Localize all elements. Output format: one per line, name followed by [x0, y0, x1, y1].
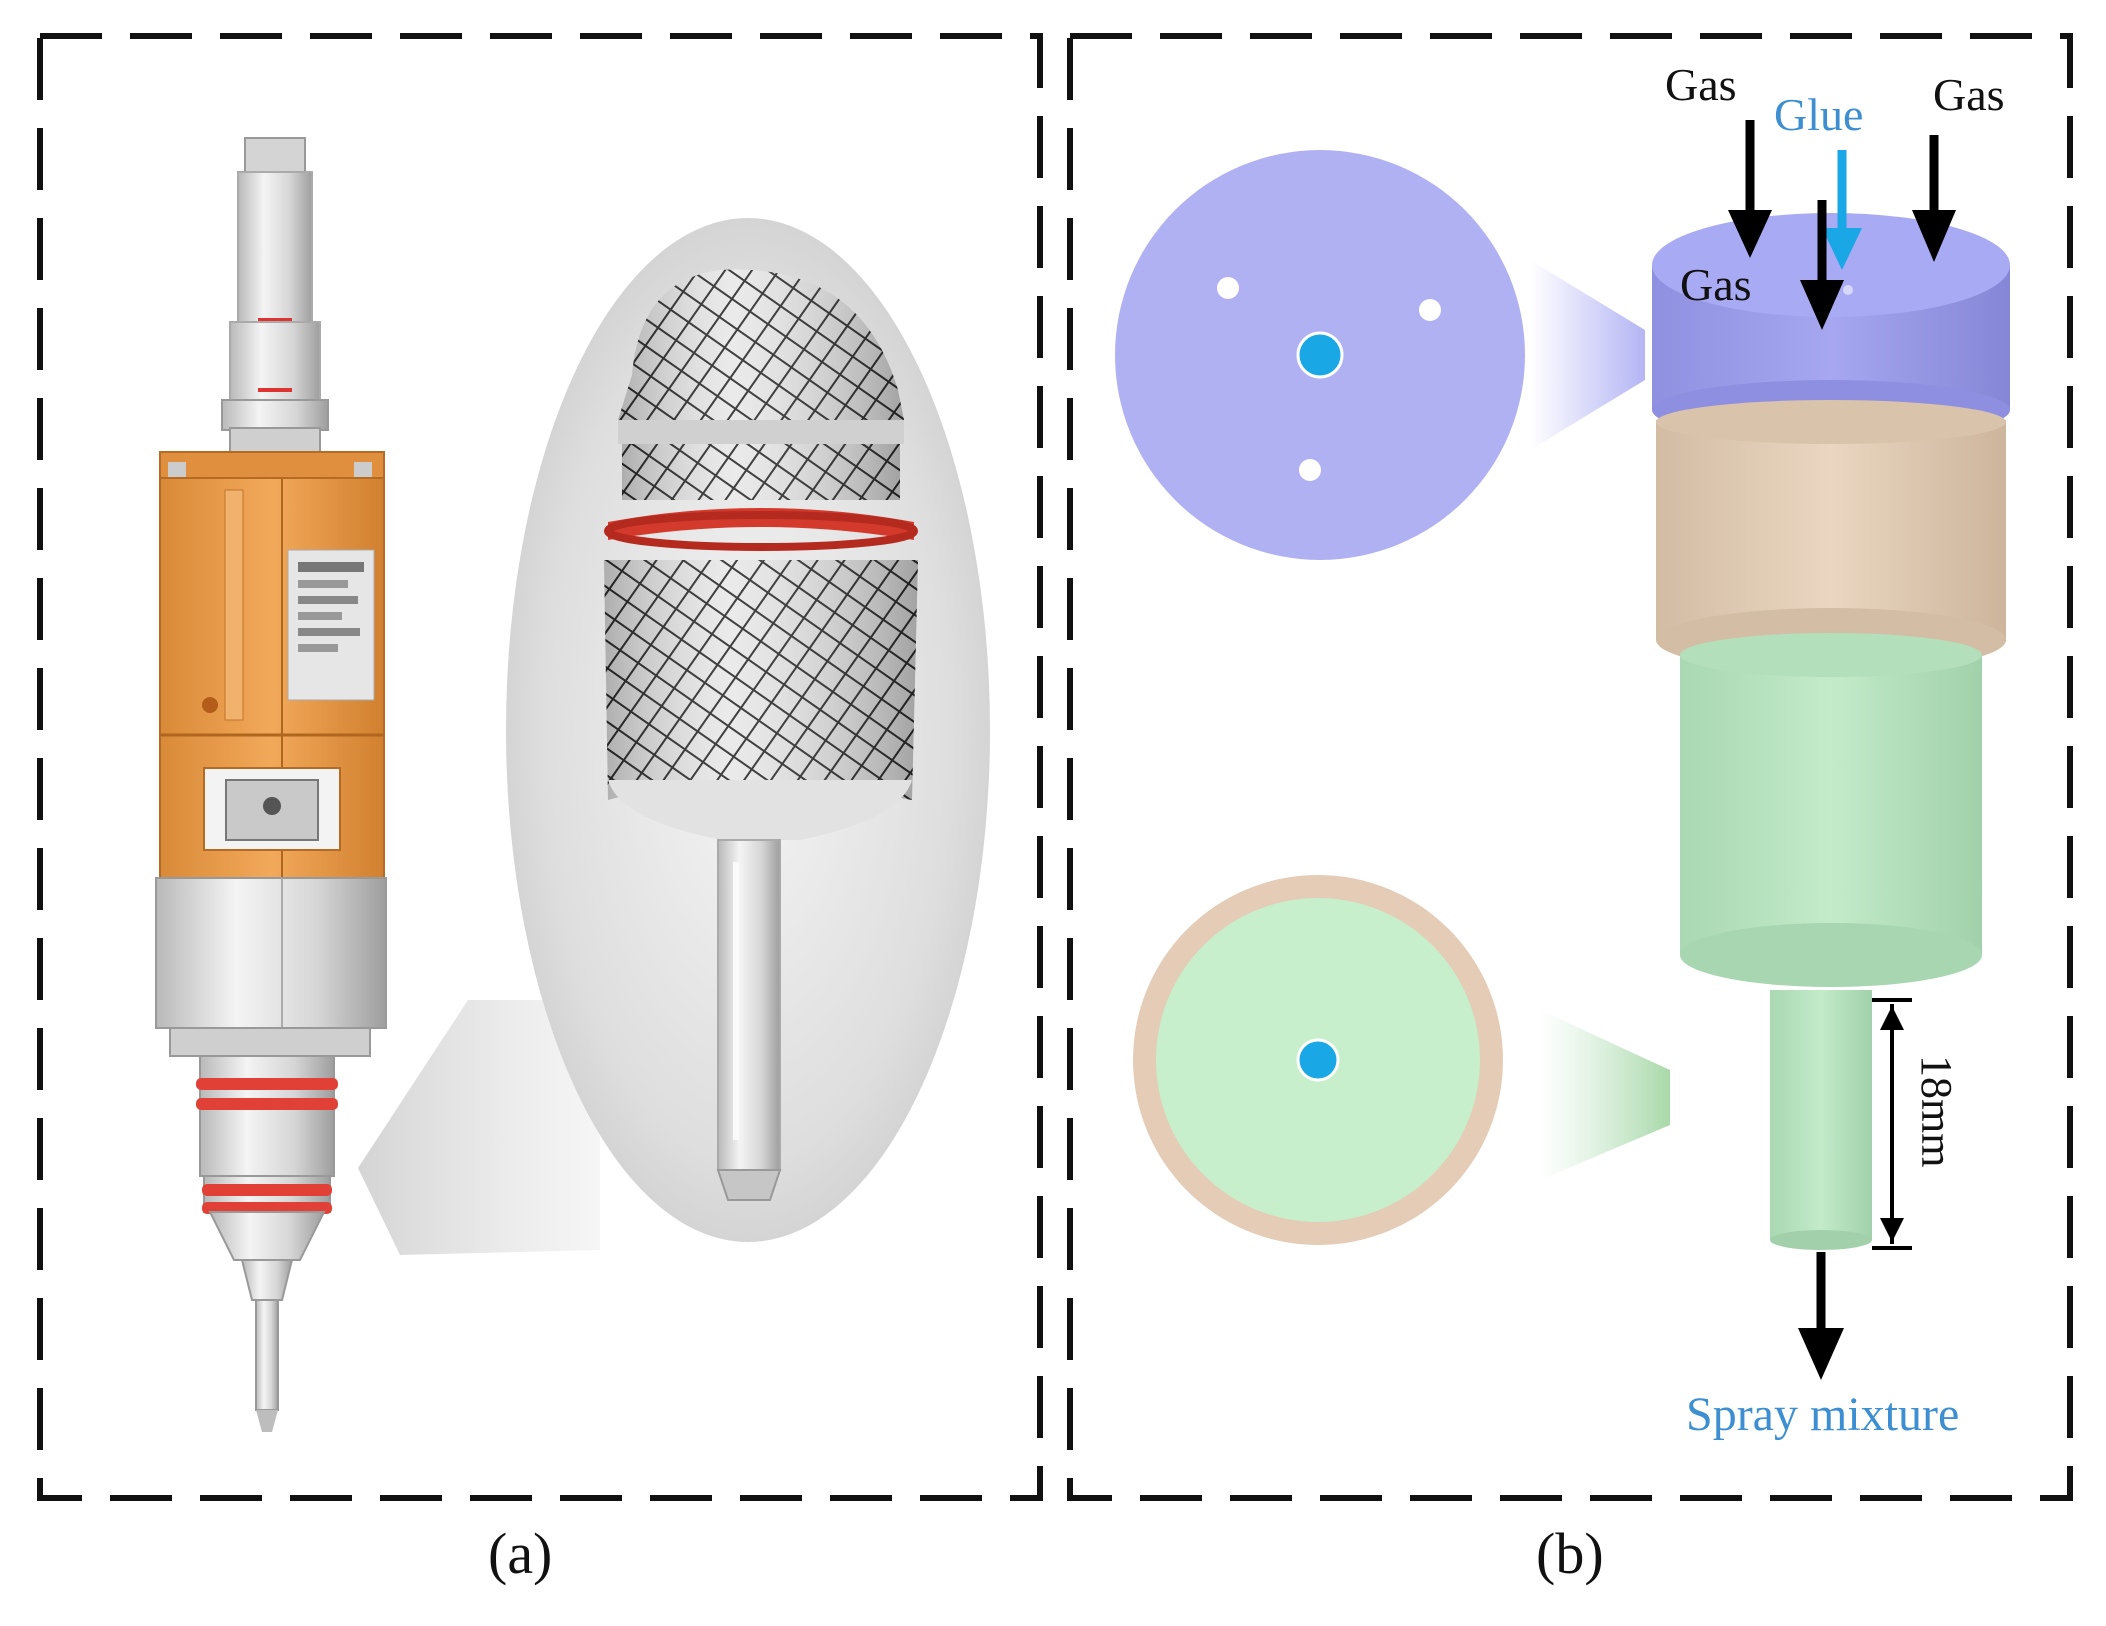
panel-a: [37, 33, 1043, 1501]
glue-arrow: [1822, 150, 1862, 270]
gas-arrow-left: [1728, 120, 1772, 258]
gas-hole: [1419, 299, 1441, 321]
gas-label-center: Gas: [1680, 259, 1752, 310]
gas-hole: [1217, 277, 1239, 299]
nozzle-closeup-illustration: [506, 218, 990, 1242]
gas-label-right: Gas: [1933, 69, 2005, 120]
panel-b: Gas Glue Gas Gas 18mm Spray mixture: [1067, 33, 2073, 1501]
gas-hole: [1299, 459, 1321, 481]
dispensing-valve-illustration: [155, 137, 387, 1432]
zoom-funnel-bottom: [1540, 1010, 1670, 1180]
length-dimension: [1872, 998, 1912, 1250]
panel-b-caption: (b): [1536, 1521, 1604, 1586]
gas-arrow-center: [1800, 200, 1844, 330]
panel-a-dashed-frame: [37, 33, 1043, 1501]
output-label: Spray mixture: [1686, 1388, 1959, 1441]
panel-b-dashed-frame: [1067, 33, 2073, 1501]
zoom-funnel-a: [358, 1000, 600, 1255]
zoom-funnel-top: [1530, 260, 1645, 450]
panel-a-caption: (a): [488, 1521, 553, 1586]
length-label: 18mm: [1912, 1055, 1961, 1167]
glue-label: Glue: [1774, 89, 1863, 140]
glue-hole: [1296, 331, 1344, 379]
glue-outlet: [1296, 1038, 1340, 1082]
gas-label-left: Gas: [1665, 59, 1737, 110]
output-arrow: [1798, 1252, 1844, 1380]
gas-arrow-right: [1912, 135, 1956, 262]
